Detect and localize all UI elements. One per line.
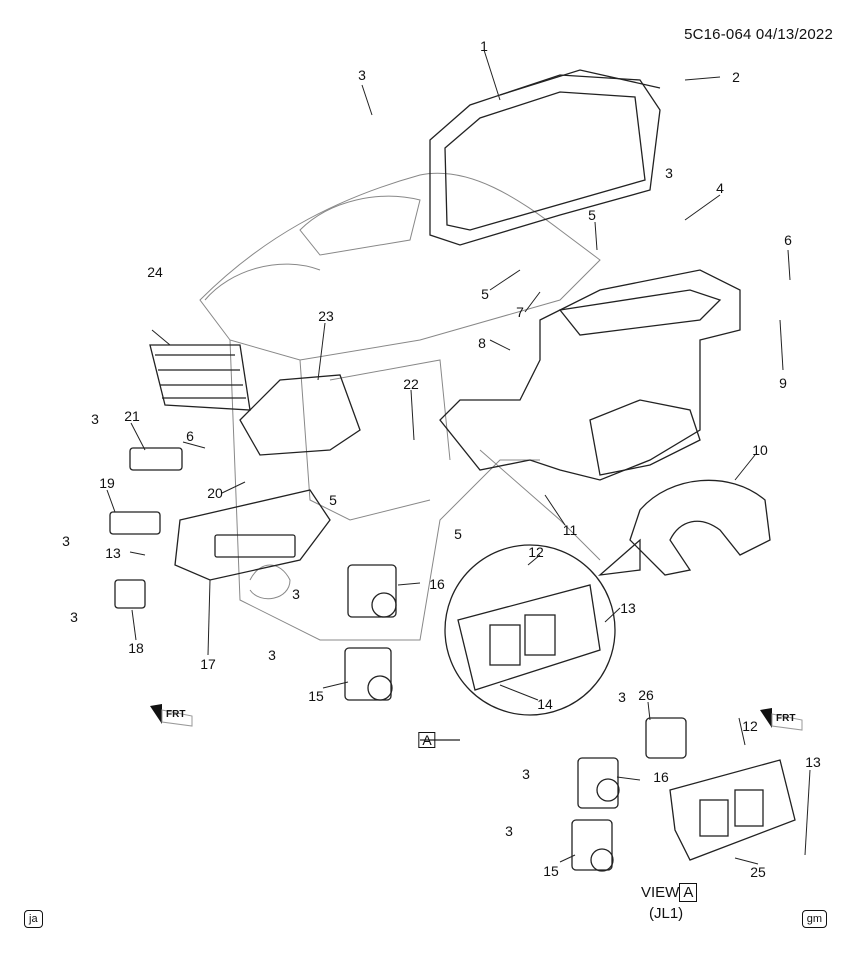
callout-3: 3 [91,411,99,427]
callout-16: 16 [429,576,445,592]
switch-parts [109,447,183,609]
trim-plate-part [174,489,331,581]
callout-18: 18 [128,640,144,656]
callout-11: 11 [562,522,578,538]
callout-3: 3 [358,67,366,83]
arrow-icon [150,704,193,727]
callout-26: 26 [638,687,654,703]
callout-21: 21 [124,408,140,424]
callout-13: 13 [805,754,821,770]
view-subtitle: (JL1) [649,905,684,922]
callout-16: 16 [653,769,669,785]
callout-6: 6 [186,428,194,444]
callout-23: 23 [318,308,334,324]
callout-19: 19 [99,475,115,491]
document-id: 5C16-064 [684,26,752,43]
front-label: FRT [166,709,186,720]
callout-13: 13 [105,545,121,561]
callout-3: 3 [62,533,70,549]
callout-7: 7 [516,304,524,320]
view-letter: A [679,883,698,902]
callout-1: 1 [480,38,488,54]
air-vent-part [149,344,251,411]
callout-3: 3 [618,689,626,705]
callout-5: 5 [588,207,596,223]
callout-4: 4 [716,180,724,196]
callout-6: 6 [784,232,792,248]
document-date: 04/13/2022 [755,26,833,43]
instrument-cluster-part [429,69,661,246]
callout-12: 12 [742,718,758,734]
callout-3: 3 [522,766,530,782]
callout-25: 25 [750,864,766,880]
callout-12: 12 [528,544,544,560]
callout-20: 20 [207,485,223,501]
view-a-parts [571,717,796,872]
ip-retainer-part [439,269,741,481]
corner-mark-left: ja [24,910,43,928]
callout-15: 15 [543,863,559,879]
control-module-parts [344,564,397,701]
callout-15: 15 [308,688,324,704]
view-word: VIEW [641,884,680,901]
callout-22: 22 [403,376,419,392]
callout-5: 5 [329,492,337,508]
front-label: FRT [776,713,796,724]
callout-9: 9 [779,375,787,391]
bezel-part [239,374,361,456]
detail-circle [420,544,616,741]
front-direction-indicator: FRT [758,706,804,735]
callout-24: 24 [147,264,163,280]
document-header: 5C16-064 04/13/2022 [684,26,833,43]
callout-2: 2 [732,69,740,85]
callout-17: 17 [200,656,216,672]
callout-13: 13 [620,600,636,616]
callout-3: 3 [292,586,300,602]
callout-3: 3 [665,165,673,181]
callout-14: 14 [537,696,553,712]
leader-lines [106,49,811,865]
callout-10: 10 [752,442,768,458]
callout-3: 3 [70,609,78,625]
callout-3: 3 [268,647,276,663]
arrow-icon [760,708,803,731]
callout-3: 3 [505,823,513,839]
callout-5: 5 [481,286,489,302]
brand-logo: gm [801,910,827,928]
front-direction-indicator: FRT [148,702,194,731]
view-marker: A [418,732,436,748]
column-cover-part [597,479,771,576]
callout-5: 5 [454,526,462,542]
instrument-panel-body [199,172,601,641]
callout-8: 8 [478,335,486,351]
